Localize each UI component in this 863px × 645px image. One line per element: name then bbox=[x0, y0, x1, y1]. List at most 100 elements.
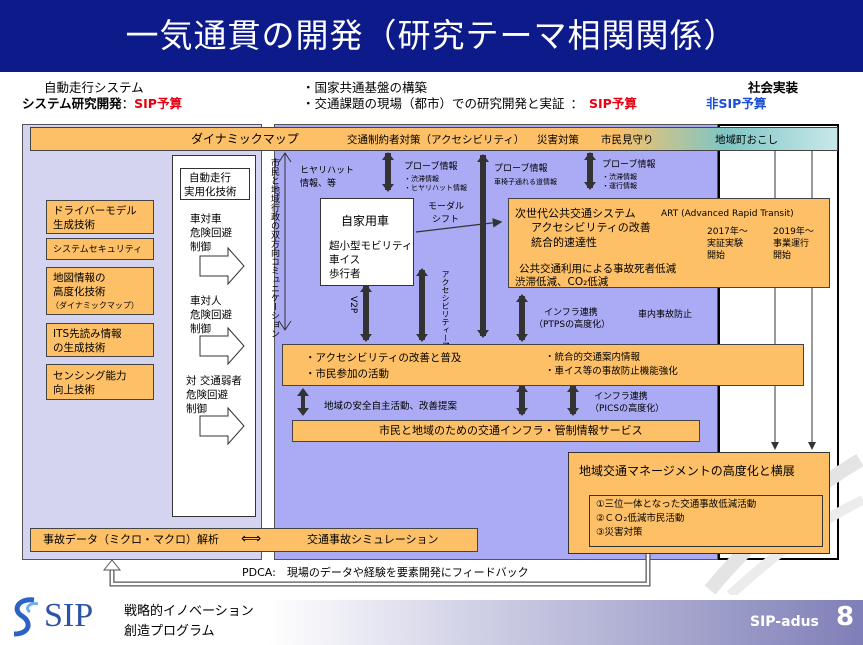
infra-ptps-line2: （PTPSの高度化） bbox=[534, 320, 611, 330]
footer-gradient bbox=[268, 600, 863, 645]
left-header-line1: 自動走行システム bbox=[44, 80, 144, 95]
vulnerable-line2: 危険回避 bbox=[186, 389, 228, 401]
probe3-title: プローブ情報 bbox=[602, 160, 656, 170]
sip-logo-icon bbox=[13, 597, 39, 637]
near-miss-label-line2: 情報、等 bbox=[300, 179, 337, 189]
left-header-sep: ： bbox=[121, 96, 135, 111]
left-item-sensing: センシング能力 向上技術 bbox=[46, 364, 154, 400]
probe3-line1: ・渋滞情報 bbox=[602, 173, 637, 181]
probe1-line1: ・渋滞情報 bbox=[404, 175, 439, 183]
vulnerable-line1: 対 交通弱者 bbox=[186, 375, 242, 387]
regional-management-title: 地域交通マネージメントの高度化と横展 bbox=[579, 464, 795, 478]
regional-item2: ②ＣＯ₂低減市民活動 bbox=[596, 513, 685, 524]
art-2017-line3: 開始 bbox=[707, 251, 726, 261]
private-car-box: 自家用車 超小型モビリティ 車イス 歩行者 bbox=[320, 198, 414, 286]
v2p-ctrl-line2: 危険回避 bbox=[190, 309, 232, 321]
practical-tech-header-line2: 実用化技術 bbox=[184, 186, 237, 198]
center-header-text: ・交通課題の現場（都市）での研究開発と実証 bbox=[302, 96, 565, 111]
center-header-line1: ・国家共通基盤の構築 bbox=[302, 80, 428, 95]
regional-item1: ①三位一体となった交通事故低減活動 bbox=[596, 499, 757, 510]
left-item-security: システムセキュリティ bbox=[46, 238, 154, 260]
art-bottom-line1: 公共交通利用による事故死者低減 bbox=[519, 263, 677, 275]
art-box: 次世代公共交通システム ART (Advanced Rapid Transit)… bbox=[508, 198, 830, 288]
accessibility-map-label: アクセシビリティーMap bbox=[441, 270, 450, 359]
page-title: 一気通貫の開発（研究テーマ相関関係） bbox=[0, 0, 863, 72]
improvement-right-line2: ・車イス等の事故防止機能強化 bbox=[545, 366, 678, 377]
center-header-sep: ： bbox=[570, 96, 584, 111]
center-budget: SIP予算 bbox=[589, 96, 637, 111]
modal-shift-line1: モーダル bbox=[428, 202, 465, 212]
near-miss-label-line1: ヒヤリハット bbox=[300, 166, 355, 176]
left-item-driver-model: ドライバーモデル 生成技術 bbox=[46, 200, 154, 234]
left-item-its: ITS先読み情報 の生成技術 bbox=[46, 323, 154, 357]
v2p-ctrl-line3: 制御 bbox=[190, 323, 211, 335]
dynamic-map-label: ダイナミックマップ bbox=[191, 132, 299, 146]
accident-analysis-label: 事故データ（ミクロ・マクロ）解析 bbox=[43, 533, 219, 546]
accident-analysis-bar: 事故データ（ミクロ・マクロ）解析 ⟺ 交通事故シミュレーション bbox=[30, 528, 478, 552]
accessibility-improvement-box: ・アクセシビリティの改善と普及 ・市民参加の活動 ・統合的交通案内情報 ・車イス… bbox=[282, 344, 804, 386]
regional-item3: ③災害対策 bbox=[596, 527, 643, 538]
regional-items-box: ①三位一体となった交通事故低減活動 ②ＣＯ₂低減市民活動 ③災害対策 bbox=[589, 495, 823, 547]
pdca-label: PDCA: 現場のデータや経験を要素開発にフィードバック bbox=[238, 566, 533, 580]
infra-pics-line2: （PICSの高度化） bbox=[590, 404, 665, 414]
accessibility-label: 交通制約者対策（アクセシビリティ） bbox=[347, 134, 525, 146]
accident-simulation-label: 交通事故シミュレーション bbox=[307, 533, 439, 546]
v2p-label: V2P bbox=[348, 296, 358, 314]
safety-activity-label: 地域の安全自主活動、改善提案 bbox=[324, 401, 458, 412]
probe2-title: プローブ情報 bbox=[494, 164, 548, 174]
art-bottom-line2: 渋滞低減、CO₂低減 bbox=[515, 276, 609, 288]
bidirectional-comm-label: 市民と地域行政の双方向コミュニケーション bbox=[269, 158, 279, 338]
right-header-line1: 社会実装 bbox=[748, 80, 799, 95]
top-band: ダイナミックマップ 交通制約者対策（アクセシビリティ） 災害対策 市民見守り 地… bbox=[30, 127, 838, 151]
art-2017-line2: 実証実験 bbox=[707, 239, 744, 249]
left-header-line2: システム研究開発：SIP予算 bbox=[22, 96, 182, 112]
sip-logo-text: SIP bbox=[44, 597, 94, 634]
private-car-line3: 歩行者 bbox=[329, 268, 361, 280]
probe1-line2: ・ヒヤリハット情報 bbox=[404, 184, 467, 192]
sip-logo-line2: 創造プログラム bbox=[124, 624, 215, 639]
left-item-map-line3: （ダイナミックマップ） bbox=[51, 301, 139, 310]
left-item-map: 地図情報の 高度化技術 （ダイナミックマップ） bbox=[46, 267, 154, 315]
left-budget: SIP予算 bbox=[134, 96, 182, 111]
double-arrow-icon: ⟺ bbox=[241, 531, 262, 547]
left-item-security-label: システムセキュリティ bbox=[53, 245, 143, 255]
in-car-accident-label: 車内事故防止 bbox=[638, 310, 693, 320]
improvement-right-line1: ・統合的交通案内情報 bbox=[545, 352, 641, 363]
left-item-sensing-line2: 向上技術 bbox=[53, 384, 95, 396]
art-line1: アクセシビリティの改善 bbox=[531, 221, 651, 234]
left-item-its-line1: ITS先読み情報 bbox=[53, 328, 122, 340]
disaster-label: 災害対策 bbox=[537, 134, 579, 146]
practical-tech-header-line1: 自動走行 bbox=[189, 172, 231, 184]
footer-label: SIP-adus bbox=[750, 614, 819, 630]
left-item-map-line1: 地図情報の bbox=[53, 272, 106, 284]
page-number: 8 bbox=[836, 602, 855, 632]
art-line2: 統合的速達性 bbox=[531, 236, 597, 249]
art-2017: 2017年～ bbox=[707, 227, 748, 237]
center-header-line2: ・交通課題の現場（都市）での研究開発と実証 ： SIP予算 bbox=[302, 96, 637, 112]
traffic-service-bar: 市民と地域のための交通インフラ・管制情報サービス bbox=[292, 420, 700, 442]
left-item-its-line2: の生成技術 bbox=[53, 342, 106, 354]
regional-management-box: 地域交通マネージメントの高度化と横展 ①三位一体となった交通事故低減活動 ②ＣＯ… bbox=[568, 452, 830, 554]
v2v-line3: 制御 bbox=[190, 241, 211, 253]
v2v-line2: 危険回避 bbox=[190, 227, 232, 239]
left-item-sensing-line1: センシング能力 bbox=[53, 370, 127, 382]
private-car-title: 自家用車 bbox=[341, 214, 390, 228]
left-header-prefix: システム研究開発 bbox=[22, 96, 122, 111]
v2v-line1: 車対車 bbox=[190, 213, 222, 225]
art-2019: 2019年～ bbox=[773, 227, 814, 237]
citizen-watch-label: 市民見守り bbox=[601, 134, 654, 146]
art-name: ART (Advanced Rapid Transit) bbox=[661, 209, 794, 219]
sip-logo-line1: 戦略的イノベーション bbox=[124, 604, 254, 619]
infra-ptps-line1: インフラ連携 bbox=[544, 308, 598, 318]
private-car-line1: 超小型モビリティ bbox=[329, 240, 413, 252]
vulnerable-line3: 制御 bbox=[186, 403, 207, 415]
probe3-line2: ・運行情報 bbox=[602, 182, 637, 190]
left-item-map-line2: 高度化技術 bbox=[53, 286, 106, 298]
left-item-driver-model-line1: ドライバーモデル bbox=[53, 205, 137, 217]
art-2019-line3: 開始 bbox=[773, 251, 792, 261]
probe2-line1: 車椅子通れる道情報 bbox=[494, 178, 557, 186]
modal-shift-line2: シフト bbox=[432, 215, 460, 225]
left-item-driver-model-line2: 生成技術 bbox=[53, 219, 95, 231]
v2p-ctrl-line1: 車対人 bbox=[190, 295, 222, 307]
